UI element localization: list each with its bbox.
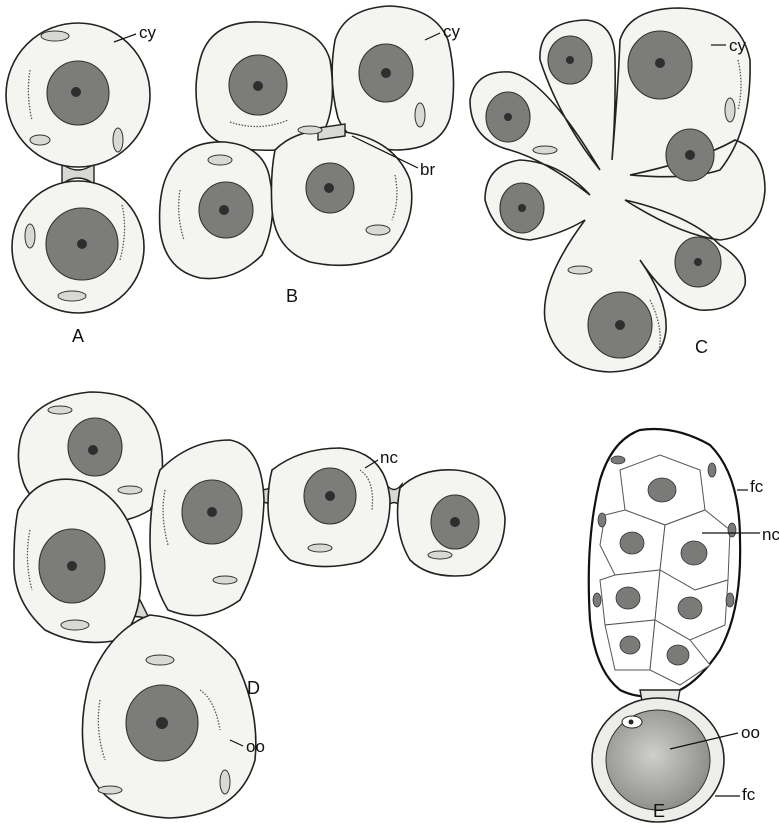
follicle-cell-nucleus <box>611 456 625 464</box>
mitochondrion <box>118 486 142 494</box>
panel-letter-a: A <box>72 326 84 346</box>
panel-b: cy br B <box>160 6 461 306</box>
nucleolus <box>325 491 335 501</box>
mitochondrion <box>725 98 735 122</box>
mitochondrion <box>213 576 237 584</box>
mitochondrion <box>58 291 86 301</box>
mitochondrion <box>568 266 592 274</box>
mitochondrion <box>113 128 123 152</box>
panel-e: fc nc oo fc E <box>589 429 779 822</box>
mitochondrion <box>428 551 452 559</box>
nucleolus <box>504 113 512 121</box>
nucleolus <box>253 81 263 91</box>
nucleolus <box>67 561 77 571</box>
panel-c: cy C <box>470 8 765 372</box>
label-oo: oo <box>246 737 265 756</box>
nucleolus <box>655 58 665 68</box>
follicle-cell-nucleus <box>708 463 716 477</box>
mitochondrion <box>308 544 332 552</box>
nucleolus <box>207 507 217 517</box>
mitochondrion <box>25 224 35 248</box>
nucleolus <box>518 204 526 212</box>
nurse-cell-nucleus <box>616 587 640 609</box>
label-cy: cy <box>139 23 157 42</box>
label-fc: fc <box>742 785 756 804</box>
mitochondrion <box>220 770 230 794</box>
mitochondrion <box>208 155 232 165</box>
germinal-vesicle-nucleolus <box>629 720 634 725</box>
nucleolus <box>450 517 460 527</box>
label-br: br <box>420 160 435 179</box>
mitochondrion <box>533 146 557 154</box>
mitochondrion <box>415 103 425 127</box>
mitochondrion <box>366 225 390 235</box>
nucleolus <box>566 56 574 64</box>
nucleolus <box>77 239 87 249</box>
mitochondrion <box>41 31 69 41</box>
panel-letter-c: C <box>695 337 708 357</box>
nucleolus <box>685 150 695 160</box>
label-nc: nc <box>762 525 779 544</box>
nurse-cell-nucleus <box>648 478 676 502</box>
nurse-cell-nucleus <box>681 541 707 565</box>
nucleolus <box>615 320 625 330</box>
mitochondrion <box>98 786 122 794</box>
mitochondrion <box>30 135 50 145</box>
mitochondrion <box>298 126 322 134</box>
nurse-cell-nucleus <box>620 636 640 654</box>
label-cy: cy <box>729 36 747 55</box>
panel-d: nc oo D <box>14 392 505 818</box>
panel-letter-e: E <box>653 801 665 821</box>
panel-letter-b: B <box>286 286 298 306</box>
nucleolus <box>694 258 702 266</box>
nurse-cell-nucleus <box>678 597 702 619</box>
label-oo: oo <box>741 723 760 742</box>
label-nc: nc <box>380 448 398 467</box>
nucleolus <box>71 87 81 97</box>
oocyte <box>606 710 710 810</box>
nucleolus <box>324 183 334 193</box>
follicle-cell-nucleus <box>598 513 606 527</box>
nucleolus <box>219 205 229 215</box>
label-cy: cy <box>443 22 461 41</box>
mitochondrion <box>48 406 72 414</box>
follicle-cell-nucleus <box>726 593 734 607</box>
panel-a: cy A <box>6 23 157 346</box>
mitochondrion <box>146 655 174 665</box>
nurse-cell-nucleus <box>667 645 689 665</box>
nucleolus <box>381 68 391 78</box>
follicle-cell-nucleus <box>728 523 736 537</box>
nucleolus <box>88 445 98 455</box>
nurse-cell-nucleus <box>620 532 644 554</box>
label-fc: fc <box>750 477 764 496</box>
nucleolus <box>156 717 168 729</box>
mitochondrion <box>61 620 89 630</box>
panel-letter-d: D <box>247 678 260 698</box>
follicle-cell-nucleus <box>593 593 601 607</box>
